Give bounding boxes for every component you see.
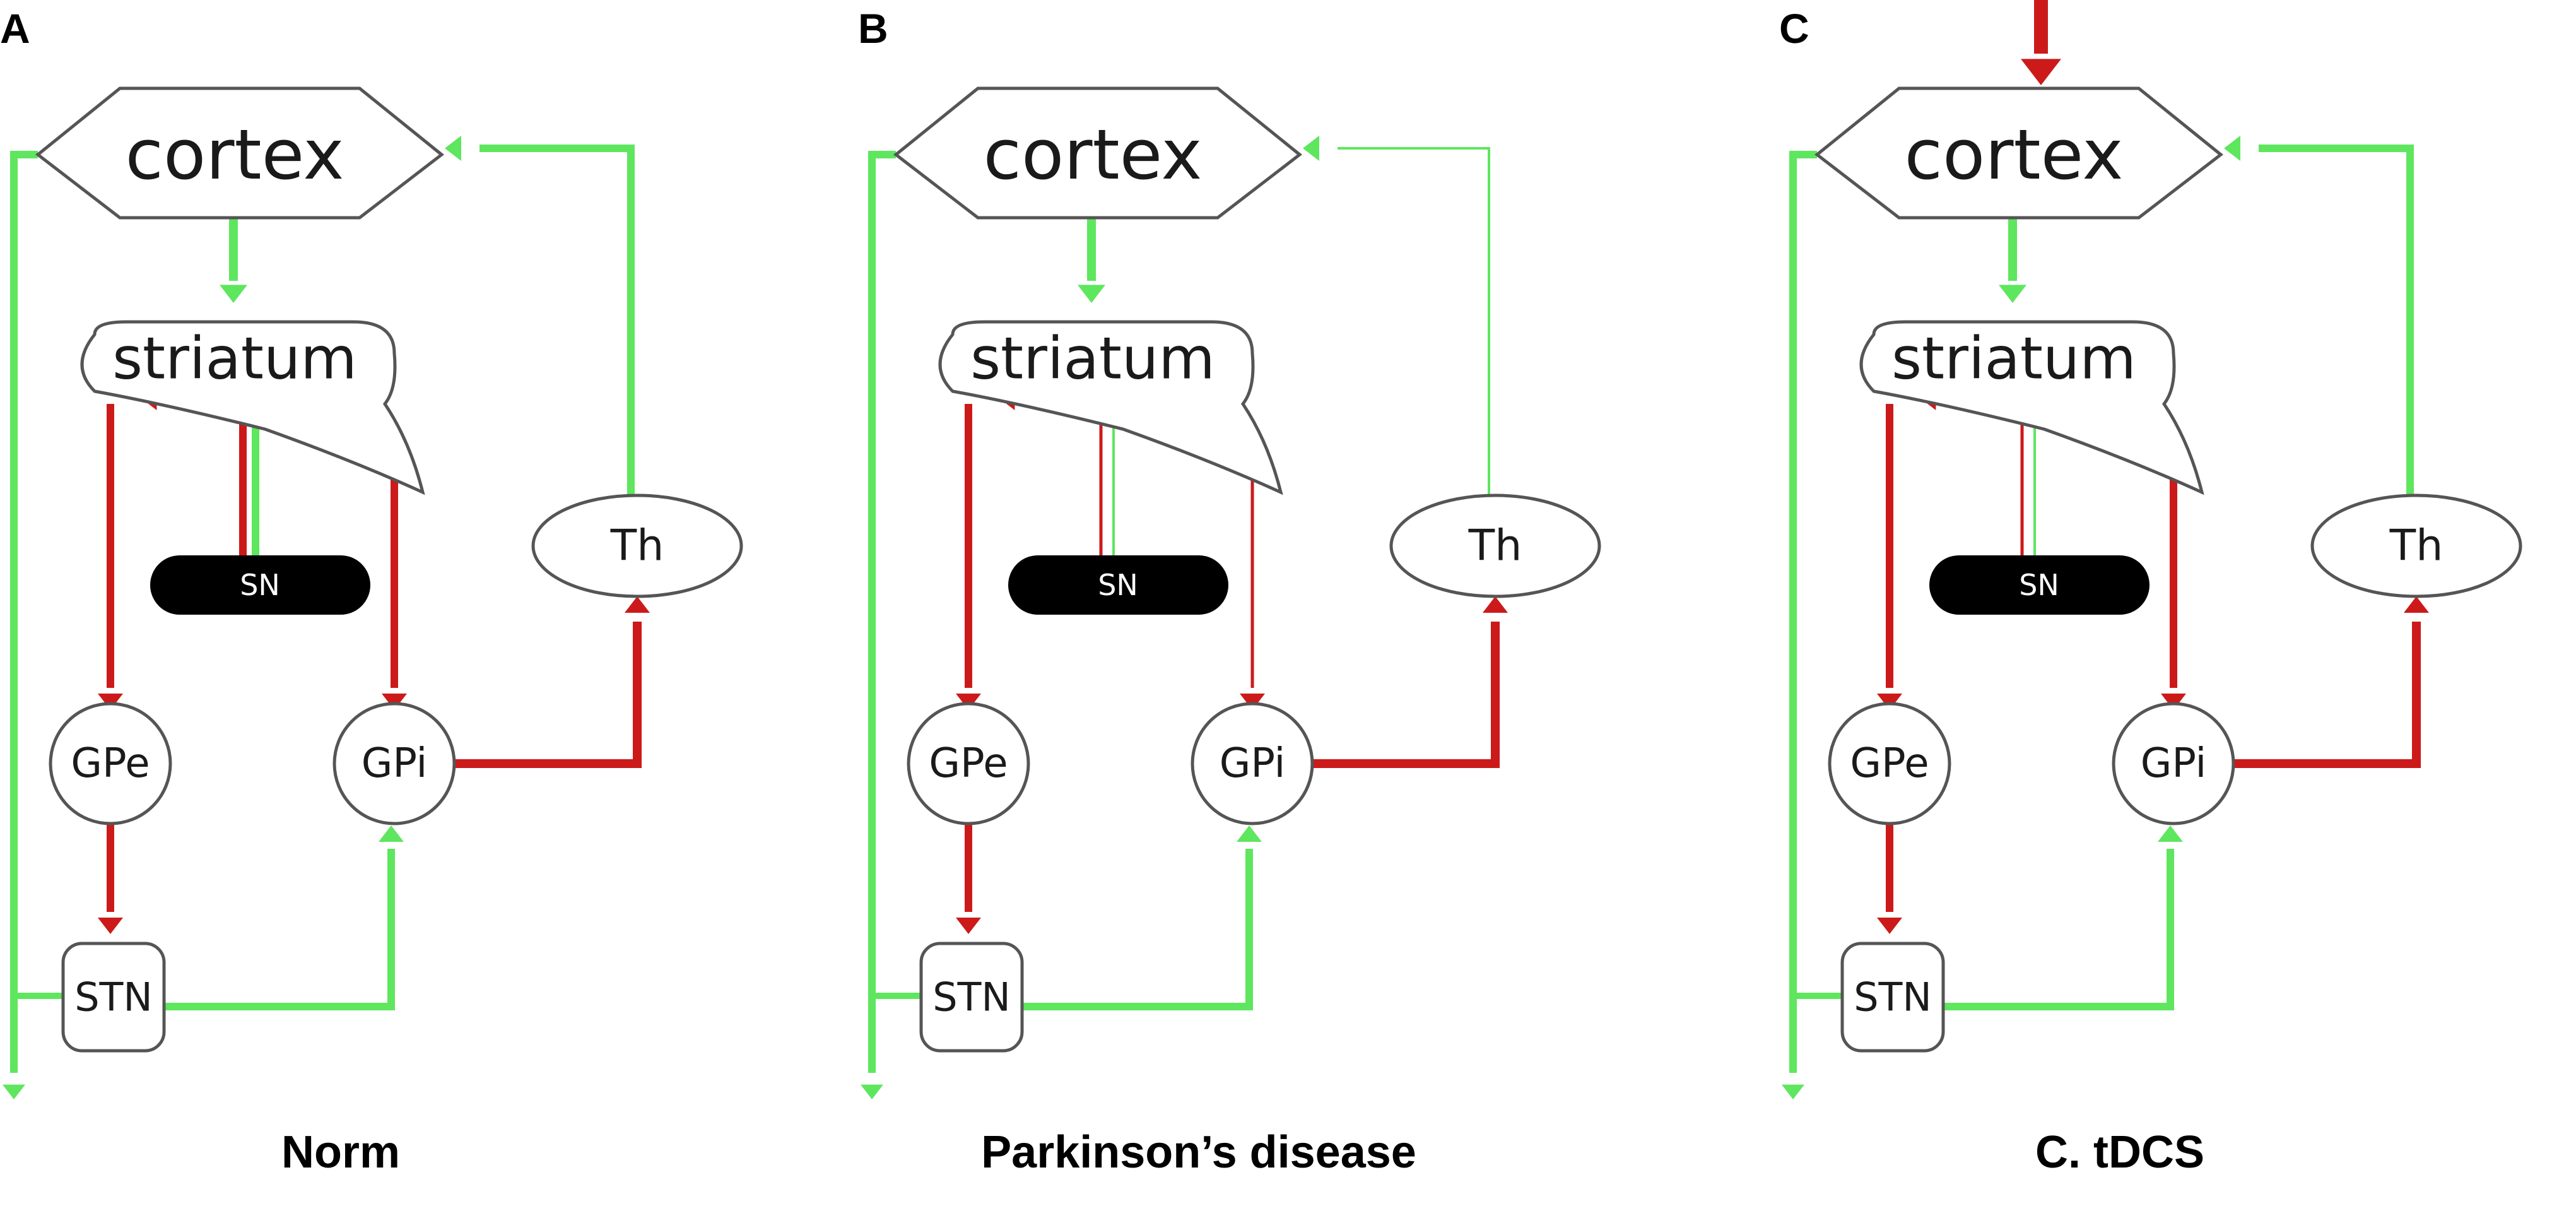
gpi-node bbox=[2112, 702, 2235, 825]
gpe-label: GPe bbox=[929, 740, 1008, 787]
cortex-to-striatum-arrowhead bbox=[220, 285, 247, 303]
gpe-node bbox=[1828, 702, 1951, 825]
cortex-descending-line bbox=[1789, 151, 1817, 1073]
stn-to-gpi-arrowhead bbox=[1237, 825, 1262, 842]
th-to-cortex-arrowhead bbox=[445, 136, 461, 161]
panel-caption: Parkinson’s disease bbox=[981, 1127, 1416, 1178]
striatum-to-gpe-arrowhead bbox=[956, 694, 981, 710]
gpi-to-th-line bbox=[2233, 622, 2421, 768]
cortex-descending-line bbox=[868, 151, 896, 1073]
stn-label: STN bbox=[74, 974, 153, 1020]
striatum-label: striatum bbox=[1891, 325, 2136, 393]
stn-to-gpi-line bbox=[1009, 849, 1253, 1010]
th-to-cortex-line bbox=[479, 145, 635, 499]
stn-label: STN bbox=[932, 974, 1011, 1020]
stn-to-gpi-arrowhead bbox=[2158, 825, 2183, 842]
th-label: Th bbox=[2389, 521, 2444, 571]
cortex-descending-arrowhead bbox=[861, 1084, 883, 1099]
th-to-cortex-arrowhead bbox=[2224, 136, 2240, 161]
stn-to-gpi-arrowhead bbox=[379, 825, 404, 842]
cortex-descending-line bbox=[10, 151, 38, 1073]
sn-label: SN bbox=[2019, 568, 2059, 602]
panel-caption: C. tDCS bbox=[2035, 1127, 2204, 1178]
panel-letter: B bbox=[858, 5, 888, 52]
th-node bbox=[2310, 494, 2522, 598]
cortex-to-striatum-arrowhead bbox=[1999, 285, 2026, 303]
th-node bbox=[1389, 494, 1601, 598]
gpi-label: GPi bbox=[2141, 740, 2207, 787]
cortex-node bbox=[35, 86, 445, 220]
gpe-label: GPe bbox=[71, 740, 150, 787]
striatum-to-gpi-arrowhead bbox=[2161, 694, 2186, 710]
panel-letter: A bbox=[0, 5, 30, 52]
sn-label: SN bbox=[1098, 568, 1138, 602]
gpi-node bbox=[332, 702, 456, 825]
gpi-label: GPi bbox=[1220, 740, 1286, 787]
cortex-descending-arrowhead bbox=[3, 1084, 25, 1099]
striatum-to-gpi-arrowhead bbox=[382, 694, 407, 710]
gpi-label: GPi bbox=[362, 740, 428, 787]
th-node bbox=[531, 494, 743, 598]
stn-label: STN bbox=[1854, 974, 1932, 1020]
sn-node bbox=[1929, 555, 2150, 615]
striatum-to-gpi-arrowhead bbox=[1240, 694, 1265, 710]
stn-node bbox=[61, 942, 166, 1053]
gpi-to-th-arrowhead bbox=[2404, 596, 2429, 613]
striatum-node bbox=[1859, 320, 2204, 495]
cortex-node bbox=[893, 86, 1303, 220]
cortex-descending-arrowhead bbox=[1782, 1084, 1804, 1099]
th-label: Th bbox=[610, 521, 664, 571]
gpe-to-stn-arrowhead bbox=[956, 918, 981, 934]
stn-node bbox=[1840, 942, 1945, 1053]
striatum-node bbox=[80, 320, 425, 495]
stimulation-arrowhead bbox=[2021, 59, 2061, 85]
gpe-to-stn-arrowhead bbox=[98, 918, 123, 934]
cortex-label: cortex bbox=[126, 114, 344, 195]
sn-node bbox=[1008, 555, 1228, 615]
gpi-to-th-arrowhead bbox=[1483, 596, 1508, 613]
gpe-node bbox=[49, 702, 172, 825]
gpi-to-th-line bbox=[1312, 622, 1500, 768]
gpe-label: GPe bbox=[1850, 740, 1929, 787]
cortex-label: cortex bbox=[1905, 114, 2124, 195]
sn-label: SN bbox=[240, 568, 280, 602]
gpi-to-th-arrowhead bbox=[625, 596, 650, 613]
th-to-cortex-line bbox=[1338, 147, 1490, 499]
striatum-to-gpe-arrowhead bbox=[1877, 694, 1902, 710]
stn-to-gpi-line bbox=[1931, 849, 2174, 1010]
gpi-to-th-line bbox=[454, 622, 642, 768]
stn-node bbox=[919, 942, 1024, 1053]
gpe-node bbox=[907, 702, 1030, 825]
gpe-to-stn-arrowhead bbox=[1877, 918, 1902, 934]
cortex-to-striatum-arrowhead bbox=[1078, 285, 1105, 303]
striatum-to-gpe-arrowhead bbox=[98, 694, 123, 710]
striatum-label: striatum bbox=[970, 325, 1215, 393]
striatum-node bbox=[938, 320, 1283, 495]
stn-to-gpi-line bbox=[151, 849, 395, 1010]
gpi-node bbox=[1191, 702, 1314, 825]
striatum-label: striatum bbox=[112, 325, 357, 393]
cortex-node bbox=[1814, 86, 2224, 220]
th-label: Th bbox=[1468, 521, 1522, 571]
panel-letter: C bbox=[1779, 5, 1809, 52]
panel-caption: Norm bbox=[281, 1127, 400, 1178]
sn-node bbox=[150, 555, 370, 615]
cortex-label: cortex bbox=[984, 114, 1203, 195]
th-to-cortex-arrowhead bbox=[1303, 136, 1319, 161]
th-to-cortex-line bbox=[2259, 145, 2414, 499]
